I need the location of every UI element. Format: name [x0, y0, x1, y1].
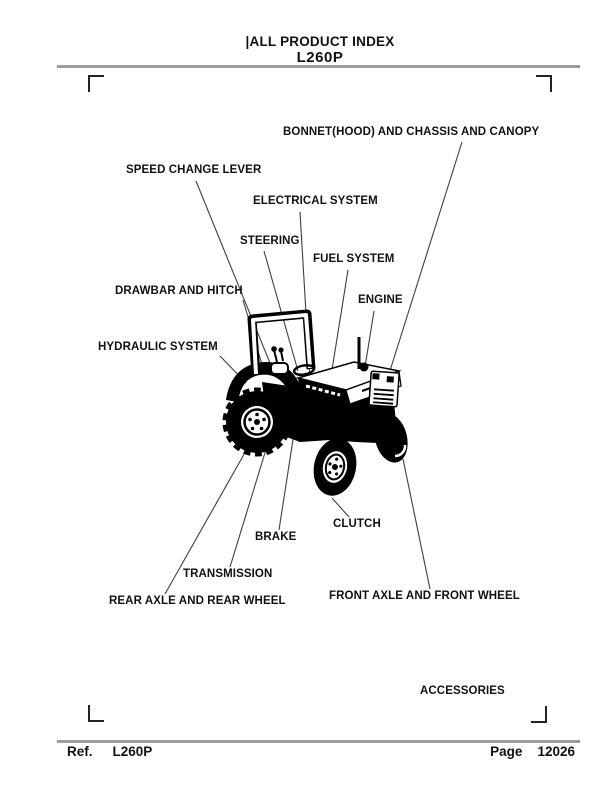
- callout-transmission[interactable]: TRANSMISSION: [183, 568, 273, 580]
- callout-fuel-system[interactable]: FUEL SYSTEM: [313, 253, 395, 265]
- leader-line-rear-axle-and-rear-wheel: [164, 448, 248, 595]
- exhaust-stack-art: [357, 337, 369, 372]
- callout-accessories[interactable]: ACCESSORIES: [420, 685, 505, 697]
- leader-line-fuel-system: [330, 269, 349, 377]
- leader-line-steering: [263, 250, 299, 372]
- callout-drawbar-and-hitch[interactable]: DRAWBAR AND HITCH: [115, 285, 243, 297]
- callout-rear-axle-and-rear-wheel[interactable]: REAR AXLE AND REAR WHEEL: [109, 595, 286, 607]
- tractor-illustration: [222, 309, 408, 496]
- callout-steering[interactable]: STEERING: [240, 235, 300, 247]
- page-label: Page: [490, 744, 523, 759]
- near-front-wheel-art: [313, 438, 357, 496]
- callout-bonnet-hood-chassis-canopy[interactable]: BONNET(HOOD) AND CHASSIS AND CANOPY: [283, 126, 540, 138]
- seat-art: [270, 362, 289, 375]
- model-code: L260P: [296, 49, 344, 66]
- ref-label: Ref.: [67, 744, 93, 759]
- callout-speed-change-lever[interactable]: SPEED CHANGE LEVER: [126, 164, 262, 176]
- crop-mark-top-right: [536, 75, 552, 92]
- crop-mark-bottom-left: [88, 705, 104, 722]
- leader-line-speed-change-lever: [195, 180, 273, 369]
- leader-lines: [164, 141, 463, 595]
- page-value: 12026: [537, 744, 575, 759]
- index-title: |ALL PRODUCT INDEX: [245, 34, 395, 49]
- callout-brake[interactable]: BRAKE: [255, 531, 297, 543]
- rops-frame-art: [247, 309, 316, 376]
- leader-line-bonnet-hood-chassis-canopy: [387, 141, 463, 378]
- leader-line-clutch: [331, 497, 350, 518]
- callout-electrical-system[interactable]: ELECTRICAL SYSTEM: [253, 195, 378, 207]
- footer-rule: [57, 740, 580, 743]
- leader-line-front-axle-and-front-wheel: [402, 458, 431, 590]
- crop-mark-top-left: [88, 75, 104, 92]
- footer-page: Page 12026: [490, 744, 575, 759]
- header-rule: [57, 65, 580, 68]
- callout-front-axle-and-front-wheel[interactable]: FRONT AXLE AND FRONT WHEEL: [329, 590, 520, 602]
- gear-levers-art: [271, 346, 284, 363]
- crop-mark-bottom-right: [531, 706, 547, 723]
- callout-engine[interactable]: ENGINE: [358, 294, 403, 306]
- callout-hydraulic-system[interactable]: HYDRAULIC SYSTEM: [98, 341, 218, 353]
- footer-ref: Ref. L260P: [67, 744, 152, 759]
- callout-clutch[interactable]: CLUTCH: [333, 518, 381, 530]
- rear-wheel-art: [222, 387, 292, 457]
- grille-art: [368, 370, 400, 408]
- ref-value: L260P: [112, 744, 153, 759]
- leader-line-engine: [364, 310, 375, 368]
